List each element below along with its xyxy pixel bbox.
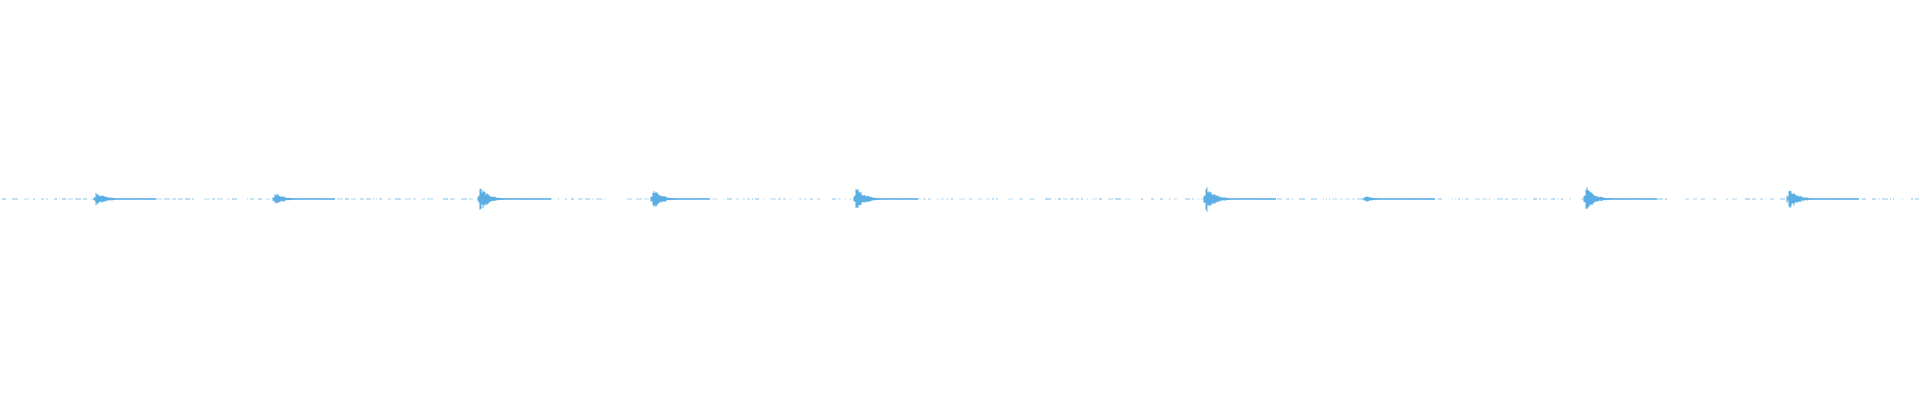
waveform-transient <box>272 194 335 204</box>
waveform-trace <box>2 187 1919 212</box>
waveform-transient <box>1583 187 1657 210</box>
waveform-transient <box>853 188 918 209</box>
waveform-transient <box>1362 196 1435 202</box>
waveform-transient <box>477 188 551 210</box>
waveform-transient <box>93 192 156 206</box>
waveform-transient <box>1786 190 1859 209</box>
waveform-transient <box>650 191 710 207</box>
waveform-transient <box>1203 187 1276 212</box>
